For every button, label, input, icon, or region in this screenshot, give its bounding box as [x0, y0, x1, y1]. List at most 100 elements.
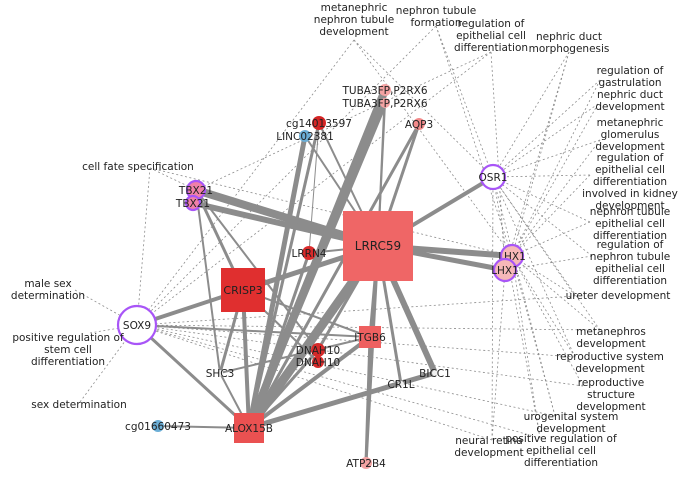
node-itgb6[interactable]: ITGB6	[354, 326, 386, 348]
term-link-edge	[511, 255, 576, 297]
node-atp2b4[interactable]: ATP2B4	[346, 457, 386, 470]
term-label: cell fate specification	[82, 161, 194, 173]
term-link-edge	[504, 51, 570, 271]
node-cg01660473[interactable]: cg01660473	[125, 420, 191, 433]
gene-edge	[247, 382, 403, 430]
term-link-edge	[492, 103, 599, 178]
term-label-line: nephric duct	[536, 31, 602, 43]
node-label: TUBA3FP,P2RX6	[341, 85, 427, 97]
node-circle	[311, 343, 325, 357]
node-cr1l[interactable]: CR1L	[387, 379, 414, 391]
term-link-edge	[136, 295, 576, 326]
node-circle	[312, 116, 326, 130]
node-label: TBX21	[178, 185, 213, 197]
node-dnah10b[interactable]: DNAH10	[296, 356, 340, 369]
term-link-edge	[490, 51, 506, 271]
term-label-line: regulation of	[597, 152, 664, 164]
node-square	[221, 268, 265, 312]
node-cg14013597[interactable]: cg14013597	[286, 116, 352, 130]
gene-node-layer: LRRC59CRISP3ALOX15BITGB6SOX9OSR1LHX1LHX1…	[116, 84, 526, 470]
gene-edge	[246, 100, 388, 431]
term-link-edge	[136, 324, 556, 417]
term-label-line: differentiation	[593, 176, 667, 188]
node-label: LRRC59	[355, 239, 401, 253]
term-link-edge	[491, 176, 494, 441]
term-link-edge	[136, 324, 493, 441]
node-lhx1b[interactable]: LHX1	[491, 257, 519, 283]
term-label-line: epithelial cell	[595, 218, 665, 230]
term-label-line: formation	[410, 17, 461, 29]
gene-edge	[157, 425, 250, 429]
term-label-line: determination	[11, 290, 85, 302]
gene-edge	[246, 133, 308, 431]
node-linc02381[interactable]: LINC02381	[276, 130, 334, 143]
term-label-line: differentiation	[31, 356, 105, 368]
node-crisp3[interactable]: CRISP3	[221, 268, 265, 312]
term-label: ureter development	[566, 290, 671, 302]
term-link-edge	[492, 176, 576, 358]
node-osr1[interactable]: OSR1	[479, 163, 508, 191]
node-tuba3a[interactable]: TUBA3FP,P2RX6	[341, 84, 428, 97]
node-bicc1[interactable]: BICC1	[419, 368, 451, 380]
term-link-edge	[492, 51, 570, 178]
node-label: SOX9	[123, 320, 151, 332]
term-label-line: development	[575, 363, 644, 375]
node-alox15b[interactable]: ALOX15B	[225, 413, 273, 443]
term-link-edge	[136, 39, 355, 326]
term-label-line: epithelial cell	[456, 30, 526, 42]
term-label-line: regulation of	[458, 18, 525, 30]
term-label-line: regulation of	[597, 239, 664, 251]
node-lrrn4[interactable]: LRRN4	[292, 246, 327, 260]
node-shc3[interactable]: SHC3	[206, 368, 235, 380]
term-link-edge	[136, 324, 601, 331]
node-circle	[299, 130, 311, 142]
node-dnah10a[interactable]: DNAH10	[296, 343, 340, 357]
node-label: ALOX15B	[225, 423, 273, 435]
node-circle	[152, 420, 164, 432]
term-label-line: development	[576, 338, 645, 350]
node-lrrc59[interactable]: LRRC59	[343, 211, 413, 281]
term-label-line: differentiation	[524, 457, 598, 469]
term-label-line: structure	[587, 389, 635, 401]
node-label: cg14013597	[286, 118, 352, 130]
node-label: cg01660473	[125, 421, 191, 433]
node-tbx21b[interactable]: TBX21	[175, 194, 210, 212]
term-label-line: positive regulation of	[12, 332, 124, 344]
gene-edge	[364, 335, 372, 465]
term-link-edge	[491, 269, 506, 441]
term-label-line: differentiation	[593, 275, 667, 287]
node-tuba3b[interactable]: TUBA3FP,P2RX6	[341, 98, 428, 110]
node-sox9[interactable]: SOX9	[116, 304, 158, 346]
term-label-line: urogenital system	[524, 411, 619, 423]
node-label: LINC02381	[276, 131, 334, 143]
node-tbx21a[interactable]: TBX21	[178, 179, 213, 201]
term-link-edge	[492, 174, 591, 178]
term-label-line: reproductive system	[556, 351, 664, 363]
term-link-edge	[511, 221, 591, 257]
node-label: CRISP3	[223, 284, 262, 297]
term-label-line: metanephros	[576, 326, 646, 338]
term-link-edge	[353, 39, 494, 178]
term-link-edge	[195, 51, 492, 191]
term-link-edge	[511, 103, 599, 257]
node-circle	[379, 84, 391, 96]
node-ring	[492, 257, 518, 283]
node-aqp3[interactable]: AQP3	[405, 118, 433, 131]
term-link-edge	[89, 324, 138, 334]
term-link-edge	[511, 174, 591, 257]
node-label: TBX21	[175, 198, 210, 210]
node-ring	[116, 304, 158, 346]
